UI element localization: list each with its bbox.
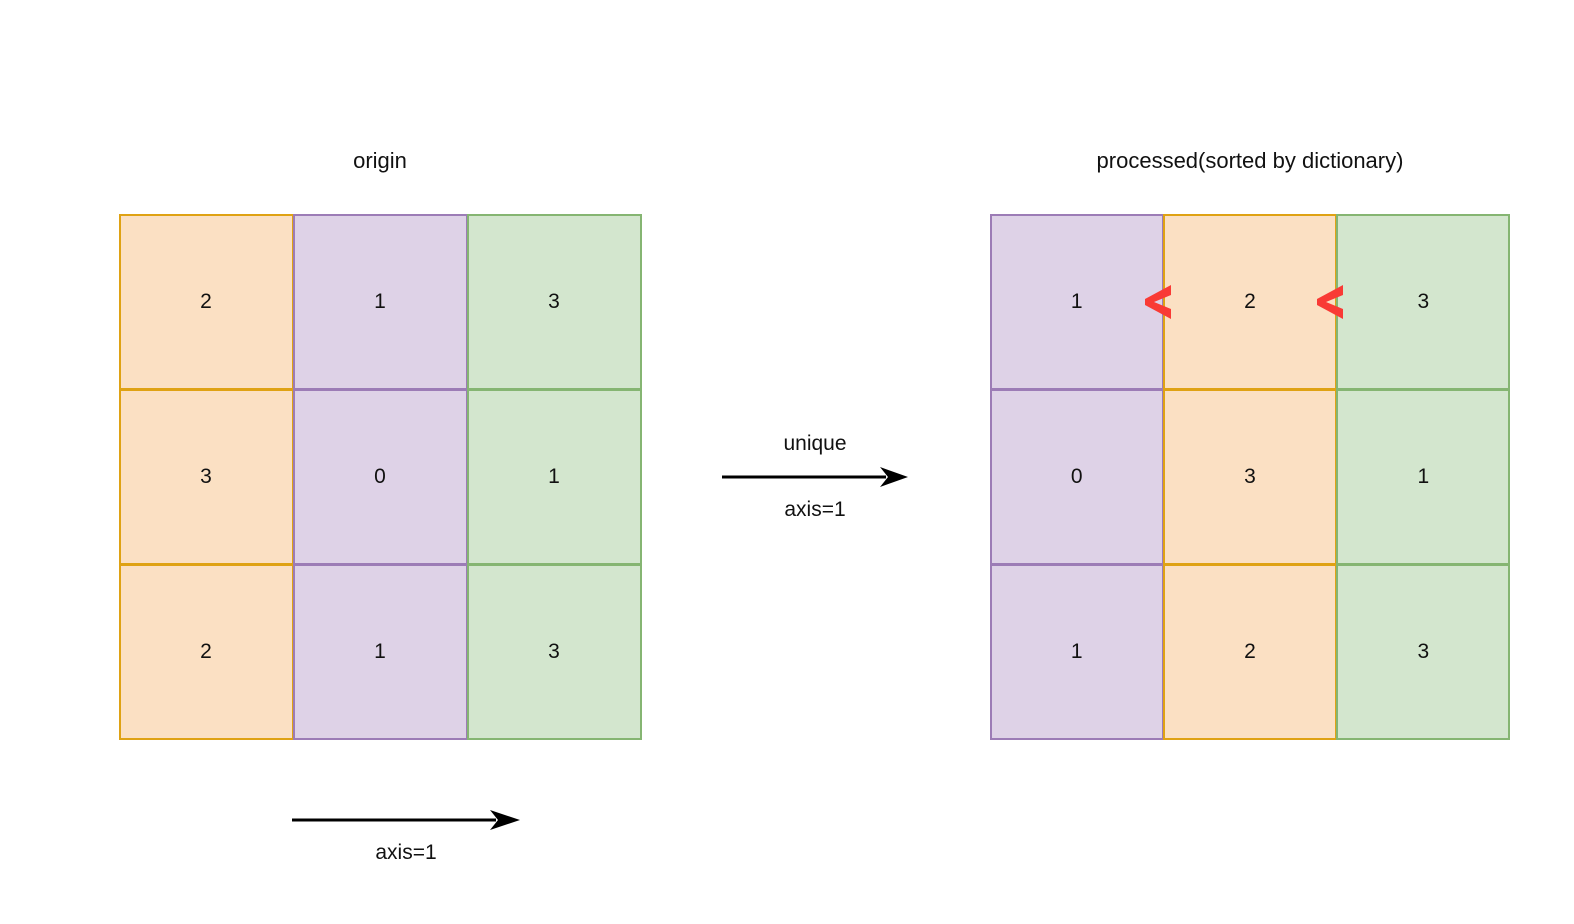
axis-label: axis=1 [375,841,437,864]
processed-cell-r2c0: 1 [989,563,1164,740]
origin-cell-r2c1: 1 [292,563,468,740]
origin-cell-r0c1: 1 [292,213,468,390]
right-arrow-icon [292,810,520,830]
processed-cell-r2c1: 2 [1162,563,1338,740]
processed-cell-r0c0: 1 [989,213,1164,390]
processed-cell-r0c2: 3 [1336,213,1511,390]
processed-cell-r1c2: 1 [1336,388,1511,565]
origin-cell-r1c1: 0 [292,388,468,565]
origin-cell-r1c2: 1 [466,388,642,565]
origin-cell-r2c2: 3 [466,563,642,740]
unique-transform-arrow-group: unique axis=1 [720,425,910,545]
processed-matrix: 1 2 3 0 3 1 1 2 3 [989,213,1511,740]
origin-cell-r1c0: 3 [118,388,294,565]
origin-title: origin [353,148,407,173]
unique-label: unique [783,432,847,455]
origin-cell-r0c2: 3 [466,213,642,390]
processed-cell-r1c1: 3 [1162,388,1338,565]
axis-direction-arrow-group: axis=1 [290,800,522,870]
unique-axis-label: axis=1 [784,498,846,521]
origin-matrix: 2 1 3 3 0 1 2 1 3 [118,213,642,740]
processed-cell-r0c1: 2 [1162,213,1338,390]
origin-cell-r0c0: 2 [118,213,294,390]
right-arrow-icon [722,467,908,487]
processed-cell-r2c2: 3 [1336,563,1511,740]
processed-cell-r1c0: 0 [989,388,1164,565]
origin-cell-r2c0: 2 [118,563,294,740]
processed-title: processed(sorted by dictionary) [1096,148,1404,173]
